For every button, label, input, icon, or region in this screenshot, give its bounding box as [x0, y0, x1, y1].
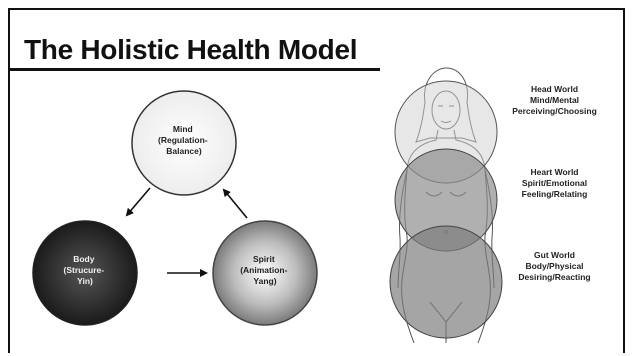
head-world-name: Head World	[530, 84, 579, 94]
spirit-circle	[212, 220, 318, 326]
mind-label: Mind (Regulation- Balance)	[158, 124, 210, 156]
gut-world-circle	[389, 225, 503, 339]
arrow-mind-to-body	[125, 187, 151, 217]
diagram-canvas: Mind (Regulation- Balance) Body (Strucur…	[32, 67, 503, 344]
heart-world-name: Heart World	[530, 167, 579, 177]
gut-world-aspect: Body/Physical	[525, 261, 584, 271]
arrow-spirit-to-mind	[222, 188, 248, 219]
spirit-label: Spirit (Animation- Yang)	[240, 254, 290, 286]
body-circle	[32, 220, 138, 326]
title-underline	[10, 68, 380, 71]
gut-world-label: Gut World Body/Physical Desiring/Reactin…	[492, 250, 617, 283]
heart-world-label: Heart World Spirit/Emotional Feeling/Rel…	[492, 167, 617, 200]
head-world-aspect: Mind/Mental	[529, 95, 580, 105]
heart-world-aspect: Spirit/Emotional	[521, 178, 588, 188]
heart-world-action: Feeling/Relating	[521, 189, 588, 199]
head-world-action: Perceiving/Choosing	[512, 106, 597, 116]
slide: The Holistic Health Model	[8, 8, 625, 353]
gut-world-action: Desiring/Reacting	[518, 272, 591, 282]
slide-title: The Holistic Health Model	[24, 34, 358, 65]
holistic-triangle: Mind (Regulation- Balance) Body (Strucur…	[32, 90, 318, 326]
gut-world-name: Gut World	[534, 250, 575, 260]
body-label: Body (Strucure- Yin)	[64, 254, 107, 286]
head-world-label: Head World Mind/Mental Perceiving/Choosi…	[492, 84, 617, 117]
mind-circle	[131, 90, 237, 196]
